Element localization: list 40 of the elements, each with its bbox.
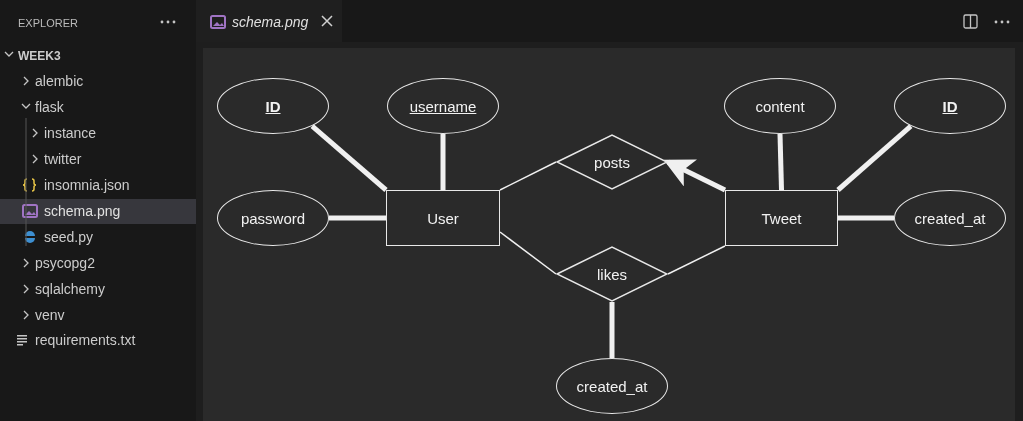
arrow: [663, 159, 727, 193]
attribute-name: ID: [265, 97, 281, 115]
panel-title: EXPLORER: [18, 16, 78, 31]
connector-line: [499, 231, 557, 275]
file-tree-item: venv: [35, 306, 65, 324]
file-tree-item: twitter: [44, 150, 82, 168]
file-tree-item: instance: [44, 124, 97, 142]
file-tree-item: insomnia.json: [44, 176, 130, 194]
file-tree-item: schema.png: [44, 202, 121, 220]
connector-line: [310, 124, 388, 192]
connector-line: [777, 133, 784, 191]
file-tree-item: sqlalchemy: [35, 280, 106, 298]
connector-line: [836, 124, 913, 192]
file-tree-item: psycopg2: [35, 254, 95, 272]
connector-line: [609, 302, 615, 358]
file-tree-item: seed.py: [44, 228, 94, 246]
relationship-name: likes: [597, 265, 627, 283]
attribute-name: username: [409, 97, 477, 115]
relationship-diamond: [556, 134, 668, 190]
connector-line: [329, 215, 386, 221]
file-tree-item: flask: [35, 98, 64, 116]
connector-line: [838, 215, 894, 221]
entity-box: [386, 190, 500, 246]
folder-name: WEEK3: [18, 48, 61, 65]
attribute-name: created_at: [576, 377, 648, 395]
entity-box: [725, 190, 838, 246]
file-tree-item: alembic: [35, 72, 84, 90]
connector-line: [440, 134, 446, 190]
attribute-name: ID: [942, 97, 958, 115]
attribute-name: password: [240, 209, 306, 227]
relationship-diamond: [556, 246, 668, 302]
entity-name: Tweet: [761, 209, 802, 227]
attribute-name: content: [755, 97, 805, 115]
connector-line: [499, 161, 557, 191]
connector-line: [667, 245, 726, 275]
entity-name: User: [427, 209, 459, 227]
relationship-name: posts: [594, 153, 630, 171]
file-tree-item: requirements.txt: [35, 331, 136, 349]
tab-title: schema.png: [232, 13, 309, 31]
attribute-name: created_at: [914, 209, 986, 227]
